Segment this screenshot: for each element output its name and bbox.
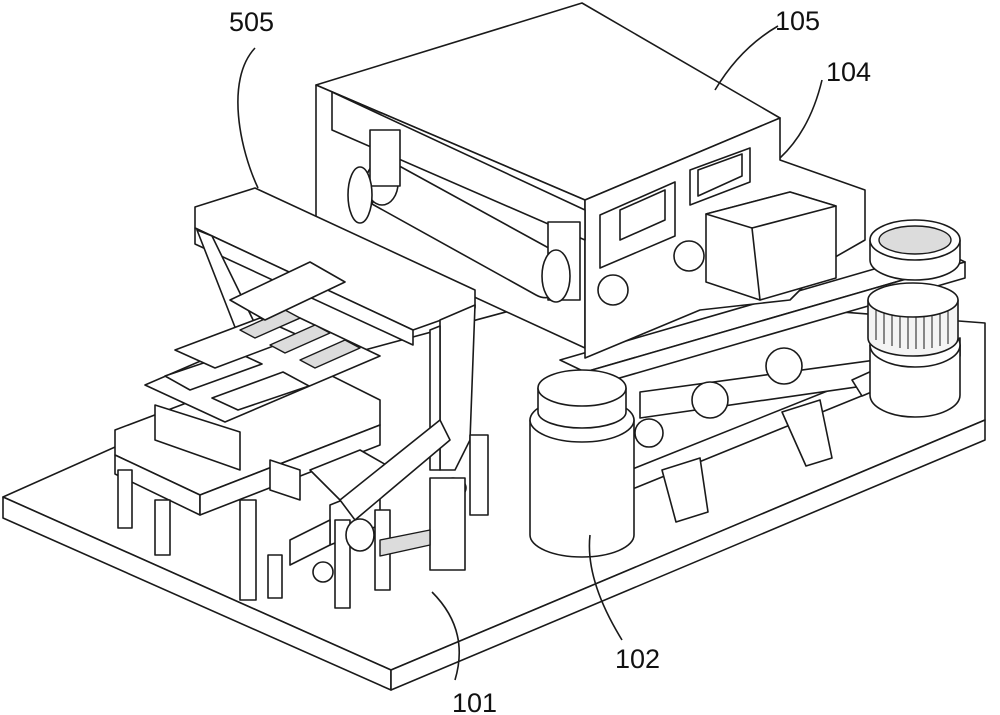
label-102: 102 xyxy=(615,644,660,674)
right-pulley-assembly xyxy=(867,219,961,418)
left-mechanism xyxy=(114,261,451,609)
label-101: 101 xyxy=(452,688,497,715)
roller xyxy=(347,129,581,303)
canister-102 xyxy=(529,369,635,558)
label-104: 104 xyxy=(826,57,871,87)
label-105: 105 xyxy=(775,6,820,36)
leader-lines xyxy=(237,25,823,681)
rear-frame xyxy=(559,249,966,523)
label-505: 505 xyxy=(229,7,274,37)
